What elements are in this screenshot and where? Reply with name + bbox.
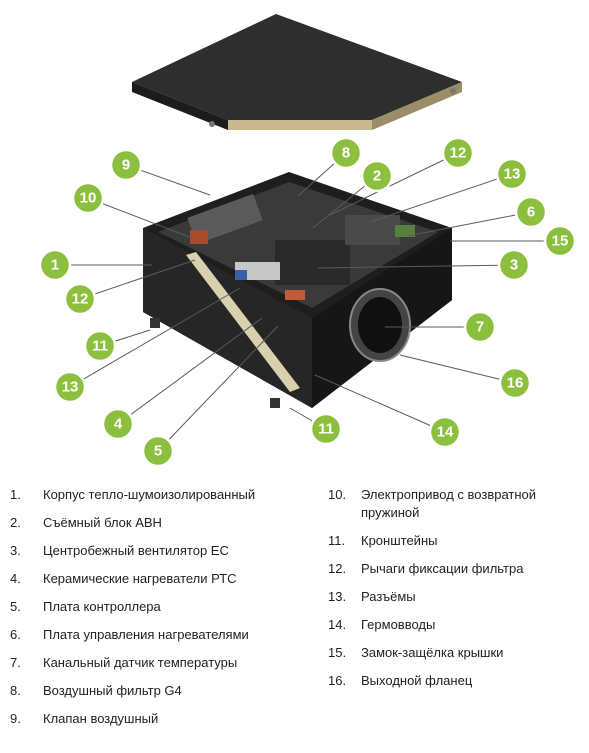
legend-item-6: 6.Плата управления нагревателями (10, 627, 249, 643)
legend-item-15: 15.Замок-защёлка крышки (328, 644, 504, 660)
callout-6: 6 (514, 195, 548, 229)
svg-text:2: 2 (373, 168, 381, 185)
legend-item-16: 16.Выходной фланец (328, 672, 473, 688)
svg-text:12: 12 (72, 291, 89, 308)
callout-10: 10 (71, 181, 105, 215)
callout-14: 14 (428, 415, 462, 449)
callout-1: 1 (38, 248, 72, 282)
svg-text:15: 15 (552, 233, 569, 250)
legend-item-1: 1.Корпус тепло-шумоизолированный (10, 487, 256, 502)
callout-13-left: 13 (53, 370, 87, 404)
legend-item-9: 9.Клапан воздушный (10, 711, 159, 727)
callout-11-bottom: 11 (309, 412, 343, 446)
svg-text:12: 12 (450, 145, 467, 162)
svg-text:7: 7 (476, 319, 484, 336)
legend-item-8: 8.Воздушный фильтр G4 (10, 683, 182, 699)
svg-text:4: 4 (114, 416, 123, 433)
legend-right-column: 10.Электропривод с возвратной пружиной 1… (328, 486, 583, 700)
svg-text:3: 3 (510, 257, 518, 274)
callout-7: 7 (463, 310, 497, 344)
legend-item-7: 7.Канальный датчик температуры (10, 655, 238, 671)
lid (132, 14, 462, 130)
callout-5: 5 (141, 434, 175, 468)
legend-item-2: 2.Съёмный блок АВН (10, 515, 162, 531)
callout-12-left: 12 (63, 282, 97, 316)
svg-text:14: 14 (437, 424, 454, 441)
callout-15: 15 (543, 224, 577, 258)
callout-12-top: 12 (441, 136, 475, 170)
legend-left-column: 1.Корпус тепло-шумоизолированный 2.Съёмн… (10, 486, 310, 738)
svg-text:16: 16 (507, 375, 524, 392)
svg-text:6: 6 (527, 204, 535, 221)
legend-item-10: 10.Электропривод с возвратной пружиной (328, 487, 537, 520)
legend-item-14: 14.Гермовводы (328, 616, 436, 632)
legend-item-13: 13.Разъёмы (328, 588, 416, 604)
legend-item-4: 4.Керамические нагреватели РТС (10, 571, 237, 587)
exploded-diagram: 1 2 3 4 5 6 7 8 9 10 11 11 12 12 13 13 1… (38, 14, 577, 468)
callout-4: 4 (101, 407, 135, 441)
callout-3: 3 (497, 248, 531, 282)
callout-9: 9 (109, 148, 143, 182)
housing (143, 172, 452, 408)
callout-2: 2 (360, 159, 394, 193)
svg-text:5: 5 (154, 443, 162, 460)
svg-text:11: 11 (318, 421, 334, 438)
callout-11-left: 11 (83, 329, 117, 363)
svg-text:9: 9 (122, 157, 130, 174)
callout-8: 8 (329, 136, 363, 170)
svg-text:11: 11 (92, 338, 108, 355)
callout-13-top: 13 (495, 157, 529, 191)
svg-text:13: 13 (62, 379, 79, 396)
legend-item-3: 3.Центробежный вентилятор ЕС (10, 543, 229, 559)
svg-text:1: 1 (51, 257, 59, 274)
svg-text:8: 8 (342, 145, 350, 162)
legend-item-12: 12.Рычаги фиксации фильтра (328, 560, 524, 576)
callout-16: 16 (498, 366, 532, 400)
svg-text:10: 10 (80, 190, 97, 207)
legend-item-11: 11.Кронштейны (328, 532, 438, 548)
svg-text:13: 13 (504, 166, 521, 183)
legend-item-5: 5.Плата контроллера (10, 599, 161, 615)
